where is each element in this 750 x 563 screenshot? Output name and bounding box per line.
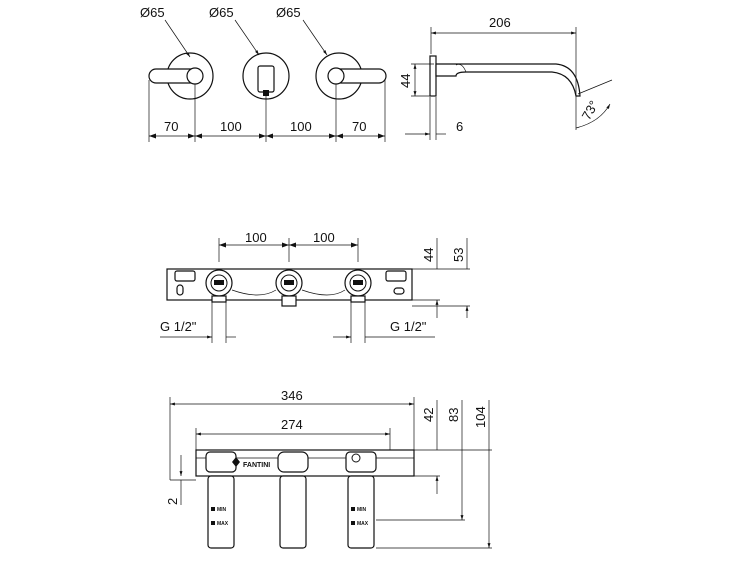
min-marker-left: MIN — [217, 507, 227, 513]
diameter-label-center: Ø65 — [209, 5, 234, 20]
overall-width-label: 346 — [281, 388, 303, 403]
body-height-53-label: 53 — [451, 248, 466, 262]
offset-2-label: 2 — [165, 498, 180, 505]
valve-center — [275, 269, 303, 307]
body-height-44-label: 44 — [421, 248, 436, 262]
side-height-label: 44 — [398, 74, 413, 88]
top-valve-left: MIN MAX — [205, 451, 237, 549]
body-spacing-left-label: 100 — [245, 230, 267, 245]
top-valve-center — [277, 451, 309, 549]
brand-logo: FANTINI — [232, 457, 270, 469]
valve-left — [205, 269, 233, 303]
spacing-label-2: 100 — [220, 119, 242, 134]
right-handle — [315, 52, 387, 100]
body-spacing-right-label: 100 — [313, 230, 335, 245]
thread-left-label: G 1/2" — [160, 319, 197, 334]
thread-right-label: G 1/2" — [390, 319, 427, 334]
max-marker-left: MAX — [217, 521, 229, 527]
valve-right — [344, 269, 372, 303]
top-valve-right: MIN MAX — [345, 451, 377, 549]
front-view: Ø65 Ø65 Ø65 70 100 100 70 — [140, 5, 387, 142]
spout-length-label: 206 — [489, 15, 511, 30]
angle-label: 73° — [579, 98, 602, 123]
max-marker-right: MAX — [357, 521, 369, 527]
diameter-label-left: Ø65 — [140, 5, 165, 20]
plate-thickness-label: 6 — [456, 119, 463, 134]
depth-104-label: 104 — [473, 406, 488, 428]
left-handle — [148, 52, 214, 100]
spout — [435, 63, 581, 97]
body-front-view: 100 100 44 53 G 1/2" G 1/2" — [160, 230, 470, 343]
wall-plate — [429, 55, 437, 97]
min-marker-right: MIN — [357, 507, 367, 513]
body-top-view: 346 274 MIN MAX FANTINI — [165, 388, 492, 549]
diameter-label-right: Ø65 — [276, 5, 301, 20]
spacing-label-3: 100 — [290, 119, 312, 134]
center-diverter — [242, 52, 290, 100]
brand-label: FANTINI — [243, 462, 270, 469]
depth-83-label: 83 — [446, 408, 461, 422]
inner-width-label: 274 — [281, 417, 303, 432]
spacing-label-4: 70 — [352, 119, 366, 134]
depth-42-label: 42 — [421, 408, 436, 422]
spacing-label-1: 70 — [164, 119, 178, 134]
side-view: 206 44 6 73° — [398, 15, 613, 140]
